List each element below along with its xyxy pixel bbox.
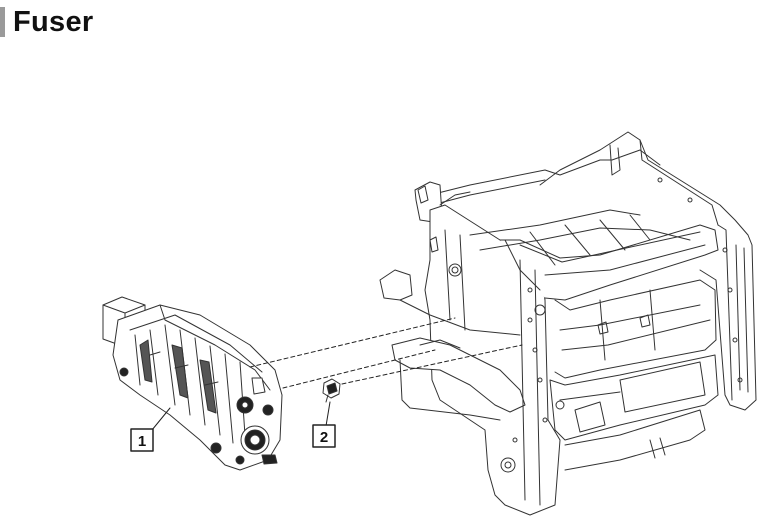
callout-2: 2	[312, 401, 336, 448]
alignment-lines	[249, 317, 523, 389]
page-header: Fuser	[0, 6, 93, 38]
connector-part	[322, 378, 341, 403]
title-accent-bar	[0, 7, 5, 37]
callout-label-1: 1	[138, 433, 146, 450]
fuser-unit	[102, 296, 283, 471]
callout-label-2: 2	[320, 429, 328, 446]
page-title: Fuser	[13, 5, 94, 38]
callout-1: 1	[130, 407, 171, 452]
printer-frame	[379, 131, 757, 516]
